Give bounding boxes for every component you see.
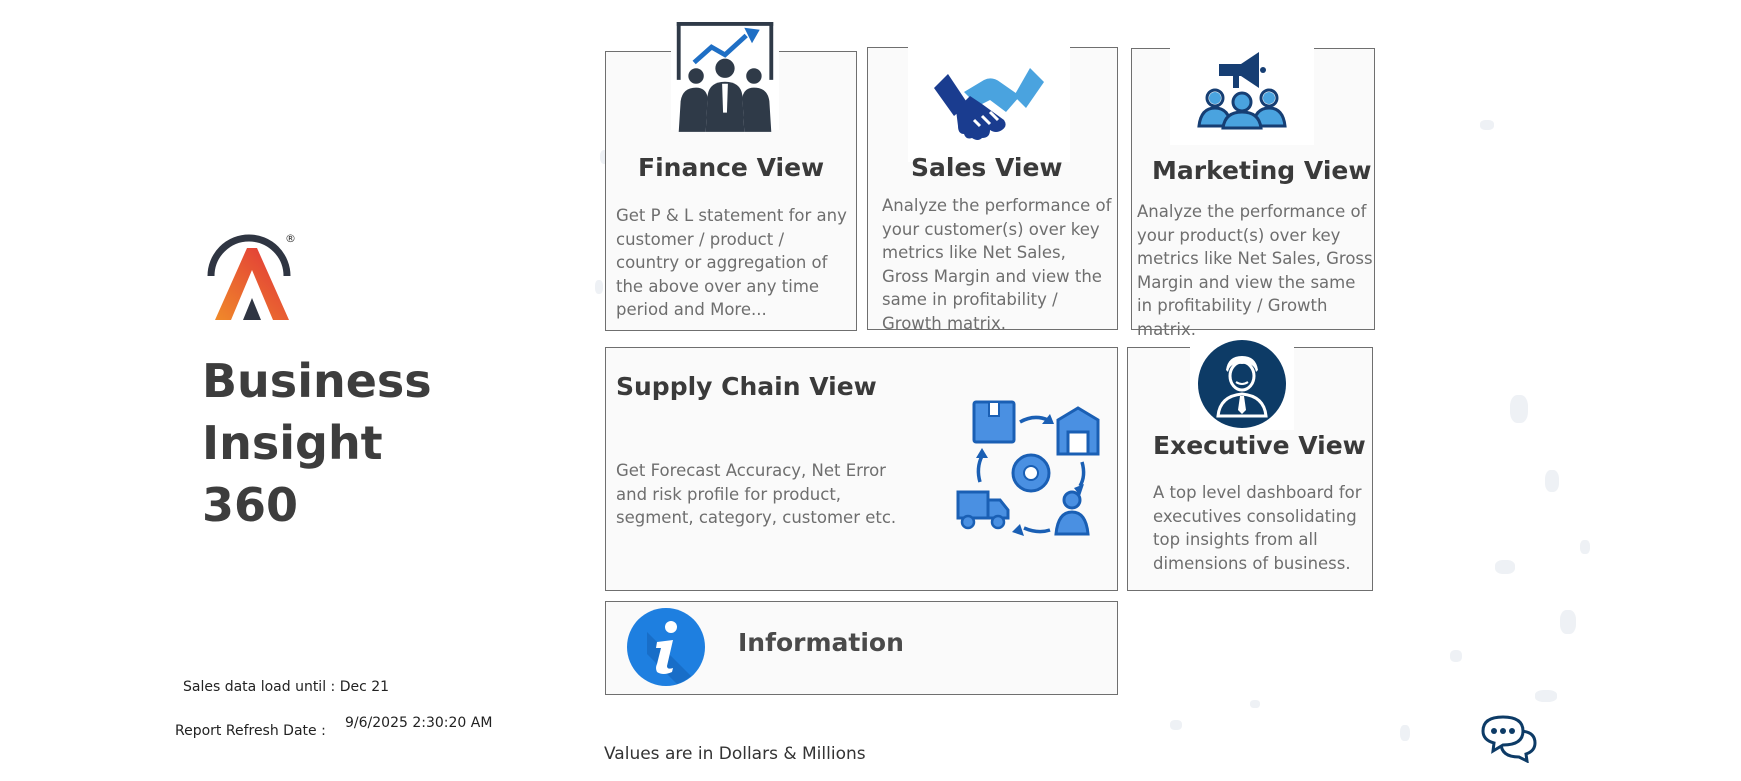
marketing-icon-holder [1170, 33, 1314, 145]
sales-view-title: Sales View [911, 153, 1063, 182]
finance-icon-holder [671, 22, 779, 132]
report-refresh-label: Report Refresh Date : [175, 723, 326, 739]
company-logo: ® [205, 232, 296, 324]
atliq-logo-icon [207, 234, 291, 320]
marketing-view-description: Analyze the performance of your product(… [1137, 202, 1373, 339]
sales-icon-holder [908, 46, 1070, 162]
finance-view-description: Get P & L statement for any customer / p… [616, 206, 847, 319]
handshake-icon [934, 68, 1044, 140]
values-unit-note: Values are in Dollars & Millions [604, 744, 866, 764]
chat-bubbles-icon [1481, 715, 1537, 764]
executive-view-card[interactable]: Executive View A top level dashboard for… [1127, 338, 1373, 591]
sales-view-description: Analyze the performance of your customer… [882, 196, 1112, 333]
info-icon [627, 608, 705, 686]
sales-view-card[interactable]: Sales View Analyze the performance of yo… [867, 46, 1118, 333]
supply-chain-icon-holder [954, 400, 1104, 540]
finance-view-card[interactable]: Finance View Get P & L statement for any… [605, 22, 857, 331]
executive-avatar-icon [1198, 340, 1286, 428]
supply-chain-cycle-icon [956, 400, 1100, 536]
supply-chain-view-description: Get Forecast Accuracy, Net Error and ris… [616, 461, 897, 527]
supply-chain-view-card[interactable]: Supply Chain View Get Forecast Accuracy,… [605, 347, 1118, 591]
finance-view-title: Finance View [638, 153, 825, 182]
chat-button[interactable] [1479, 713, 1539, 764]
information-card[interactable]: Information [605, 601, 1118, 695]
team-growth-presentation-icon [676, 22, 774, 132]
executive-icon-holder [1190, 338, 1294, 430]
executive-view-description: A top level dashboard for executives con… [1153, 483, 1362, 573]
page-title-line1: Business Insight [202, 354, 432, 470]
megaphone-team-icon [1197, 52, 1287, 130]
sales-data-load-label: Sales data load until : Dec 21 [183, 679, 390, 695]
information-icon-holder [627, 608, 705, 686]
executive-view-title: Executive View [1153, 431, 1366, 460]
marketing-view-card[interactable]: Marketing View Analyze the performance o… [1131, 33, 1375, 339]
information-title: Information [738, 628, 904, 657]
report-refresh-value: 9/6/2025 2:30:20 AM [345, 715, 493, 731]
page-title: Business Insight 360 [202, 350, 582, 536]
registered-mark: ® [285, 232, 296, 245]
marketing-view-title: Marketing View [1152, 156, 1372, 185]
page-title-line2: 360 [202, 478, 299, 532]
supply-chain-view-title: Supply Chain View [616, 372, 877, 401]
